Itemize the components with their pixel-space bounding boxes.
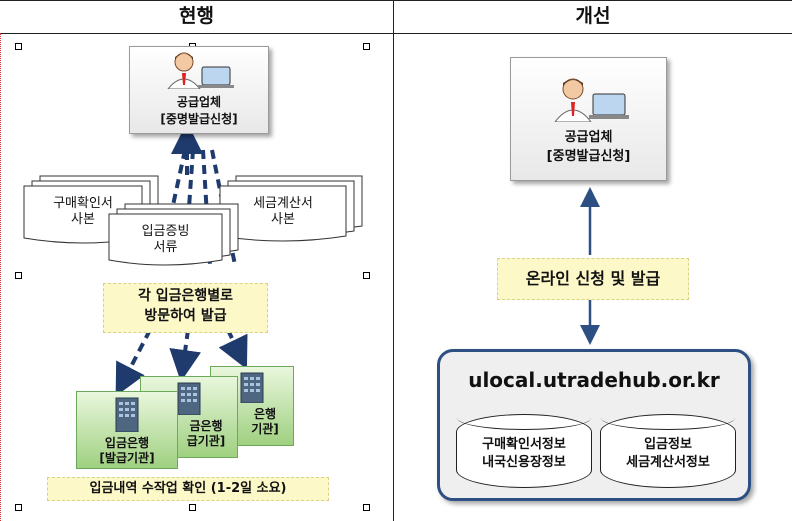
supplier-box-improved: 공급업체 [중명발급신청] [510, 57, 667, 181]
selection-handle[interactable] [15, 43, 22, 50]
doc-sheet [108, 213, 223, 266]
left-dotted-border [0, 33, 1, 521]
person-with-laptop-icon [553, 78, 629, 123]
bank-box-1: 입금은행 [발급기관] [76, 391, 178, 469]
supplier-name: 공급업체 [176, 95, 222, 109]
selection-handle[interactable] [189, 504, 196, 511]
doc-purchase-label: 구매확인서 사본 [53, 196, 113, 227]
selection-handle[interactable] [363, 504, 370, 511]
dashed-arrow-bank-1 [115, 329, 152, 397]
dashed-arrow-bank-3 [218, 329, 248, 370]
building-icon [240, 372, 264, 404]
selection-handle[interactable] [15, 504, 22, 511]
selection-handle[interactable] [363, 43, 370, 50]
doc-deposit-label: 입금증빙 서류 [141, 224, 190, 255]
document-stacks [23, 175, 363, 266]
building-icon [115, 397, 139, 433]
online-label: 온라인 신청 및 발급 [497, 258, 689, 300]
person-with-laptop-icon [166, 52, 234, 90]
visit-note: 각 입금은행별로 방문하여 발급 [103, 283, 268, 333]
footer-note: 입금내역 수작업 확인 (1-2일 소요) [47, 477, 329, 501]
column-divider [393, 0, 394, 521]
header-divider [0, 33, 792, 34]
building-icon [177, 382, 201, 416]
header-current: 현행 [179, 5, 214, 27]
supplier-name: 공급업체 [564, 130, 613, 145]
database-cylinder-2: 입금정보 세금계산서정보 [600, 414, 736, 488]
supplier-box-current: 공급업체 [중명발급신청] [129, 46, 269, 134]
header-improved: 개선 [575, 5, 611, 27]
table-top-border [0, 0, 792, 1]
database-cylinder-1: 구매확인서정보 내국신용장정보 [456, 414, 592, 488]
bank-role: [발급기관] [99, 451, 155, 465]
selection-handle[interactable] [363, 272, 370, 279]
dashed-arrow-bank-2 [169, 329, 202, 382]
server-box: ulocal.utradehub.or.kr 구매확인서정보 내국신용장정보 입… [437, 349, 751, 501]
server-domain: ulocal.utradehub.or.kr [468, 368, 720, 392]
doc-tax-label: 세금계산서 사본 [253, 196, 313, 227]
supplier-request: [중명발급신청] [160, 112, 238, 126]
supplier-request: [중명발급신청] [546, 149, 631, 164]
selection-handle[interactable] [15, 272, 22, 279]
bank-name: 입금은행 [104, 436, 150, 450]
